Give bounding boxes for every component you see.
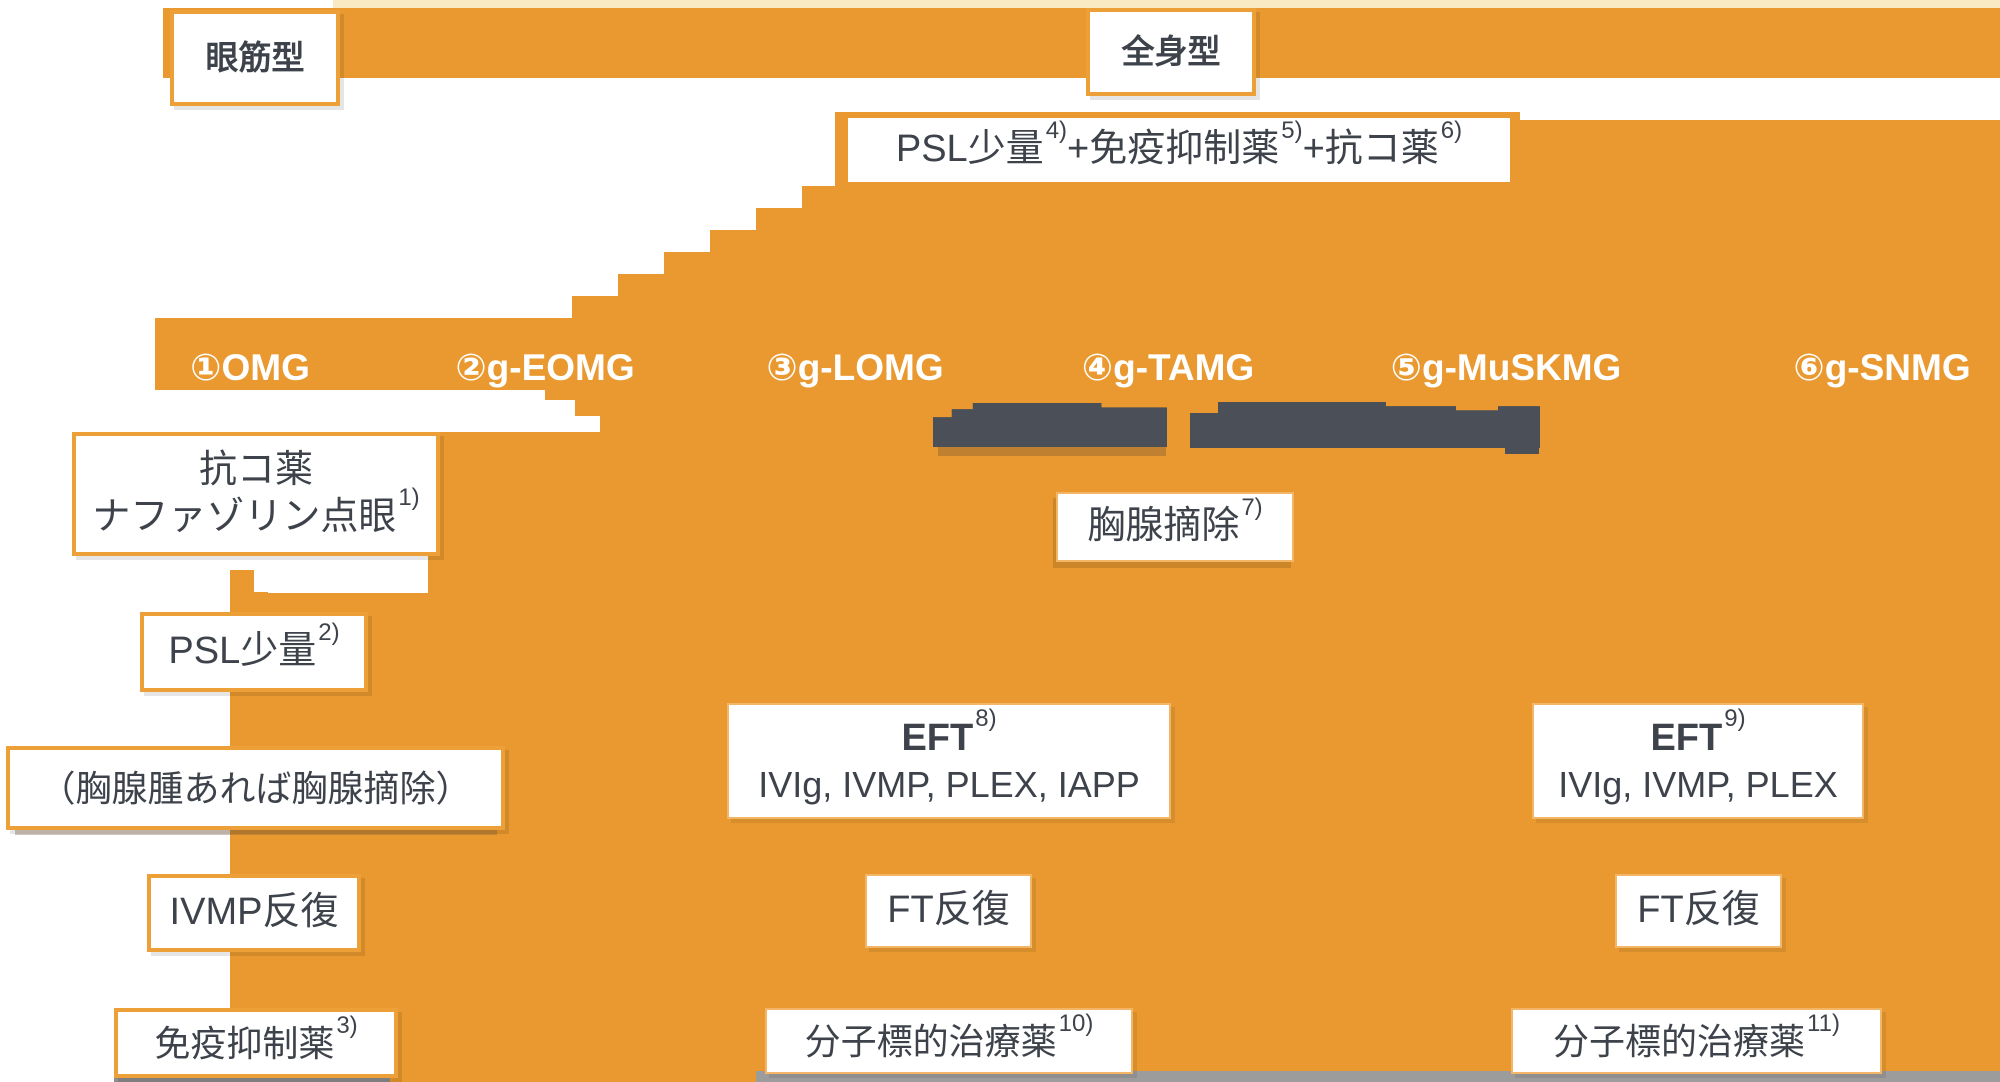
molecular-mid-label: 分子標的治療薬10) xyxy=(804,1011,1094,1064)
eft-right-title-text: EFT xyxy=(1650,716,1723,759)
connector-step xyxy=(246,592,268,616)
redacted-text-bar-2-tab xyxy=(1505,446,1539,454)
top-orange-band xyxy=(163,8,2000,78)
initial-therapy-box: PSL少量4)+免疫抑制薬5)+抗コ薬6) xyxy=(848,118,1510,182)
thymoma-thymectomy-box: （胸腺腫あれば胸腺摘除） xyxy=(6,746,505,830)
connector-step xyxy=(246,976,268,1010)
footnote-ref-1: 1) xyxy=(398,484,420,512)
anticho-line1: 抗コ薬 xyxy=(198,448,313,491)
footnote-ref-5: 5) xyxy=(1281,116,1303,144)
footnote-ref-6: 6) xyxy=(1440,116,1463,144)
eft-right-drugs: IVIg, IVMP, PLEX xyxy=(1558,764,1838,806)
eft-box-mid: EFT8) IVIg, IVMP, PLEX, IAPP xyxy=(727,703,1171,819)
ocular-type-label: 眼筋型 xyxy=(205,39,305,77)
anticholinesterase-box: 抗コ薬 ナファゾリン点眼1) xyxy=(72,432,440,556)
eft-mid-drugs: IVIg, IVMP, PLEX, IAPP xyxy=(758,764,1140,806)
footnote-ref-2: 2) xyxy=(318,618,340,646)
footnote-ref-3: 3) xyxy=(336,1011,358,1039)
connector-step xyxy=(246,850,268,878)
immunosuppressant-label: 免疫抑制薬3) xyxy=(154,1013,357,1066)
generalized-type-label: 全身型 xyxy=(1121,33,1221,71)
molecular-therapy-box-right: 分子標的治療薬11) xyxy=(1511,1008,1882,1074)
bottom-gray-strip-right xyxy=(756,1071,2000,1082)
ft-mid-label: FT反復 xyxy=(887,889,1010,932)
category-g-tamg: ④g-TAMG xyxy=(1081,347,1255,388)
immunosuppressant-text: 免疫抑制薬 xyxy=(154,1022,335,1064)
initial-therapy-label: PSL少量4)+免疫抑制薬5)+抗コ薬6) xyxy=(895,118,1462,174)
footnote-ref-4: 4) xyxy=(1045,116,1068,144)
thymectomy-text: 胸腺摘除 xyxy=(1087,505,1240,548)
immunosuppressant-box: 免疫抑制薬3) xyxy=(114,1008,398,1078)
ft-right-label: FT反復 xyxy=(1637,889,1760,932)
footnote-ref-11: 11) xyxy=(1807,1009,1840,1037)
category-g-eomg: ②g-EOMG xyxy=(455,347,635,388)
footnote-ref-9: 9) xyxy=(1724,705,1746,733)
connector-step xyxy=(246,716,268,748)
psl-low-label: PSL少量2) xyxy=(168,620,339,676)
anticho-line2: ナファゾリン点眼1) xyxy=(92,486,419,542)
psl-low-dose-box: PSL少量2) xyxy=(140,612,368,692)
category-g-muskmg: ⑤g-MuSKMG xyxy=(1390,347,1622,388)
molecular-therapy-box-mid: 分子標的治療薬10) xyxy=(765,1008,1133,1074)
eft-box-right: EFT9) IVIg, IVMP, PLEX xyxy=(1532,703,1864,819)
top-highlight-strip xyxy=(333,0,2000,9)
generalized-type-header: 全身型 xyxy=(1086,8,1256,96)
anticho-line2-text: ナファゾリン点眼 xyxy=(92,496,397,538)
footnote-ref-8: 8) xyxy=(975,705,997,733)
footnote-ref-7: 7) xyxy=(1241,493,1263,521)
ocular-type-header: 眼筋型 xyxy=(170,10,340,106)
eft-right-title: EFT9) xyxy=(1650,707,1745,763)
molecular-mid-text: 分子標的治療薬 xyxy=(804,1020,1057,1062)
molecular-right-text: 分子標的治療薬 xyxy=(1553,1020,1806,1062)
molecular-right-label: 分子標的治療薬11) xyxy=(1553,1011,1840,1064)
footnote-ref-10: 10) xyxy=(1058,1009,1094,1037)
thymectomy-box: 胸腺摘除7) xyxy=(1056,492,1294,562)
eft-mid-title-text: EFT xyxy=(901,716,974,759)
initial-therapy-immuno: +免疫抑制薬 xyxy=(1067,128,1280,171)
ft-repeat-box-right: FT反復 xyxy=(1615,874,1782,948)
redacted-text-bar-1 xyxy=(933,403,1167,447)
ivmp-label: IVMP反復 xyxy=(169,891,339,934)
initial-therapy-psl: PSL少量 xyxy=(895,128,1044,171)
eft-mid-title: EFT8) xyxy=(901,707,996,763)
redacted-bar-shadow xyxy=(938,447,1166,456)
initial-therapy-anticho: +抗コ薬 xyxy=(1302,128,1439,171)
ivmp-repeat-box: IVMP反復 xyxy=(147,874,361,952)
thymoma-note-label: （胸腺腫あれば胸腺摘除） xyxy=(39,767,472,809)
psl-low-text: PSL少量 xyxy=(168,630,317,673)
category-omg: ①OMG xyxy=(190,347,310,388)
category-g-snmg: ⑥g-SNMG xyxy=(1793,347,1971,388)
ft-repeat-box-mid: FT反復 xyxy=(865,874,1032,948)
thymectomy-label: 胸腺摘除7) xyxy=(1087,495,1262,551)
category-g-lomg: ③g-LOMG xyxy=(766,347,944,388)
